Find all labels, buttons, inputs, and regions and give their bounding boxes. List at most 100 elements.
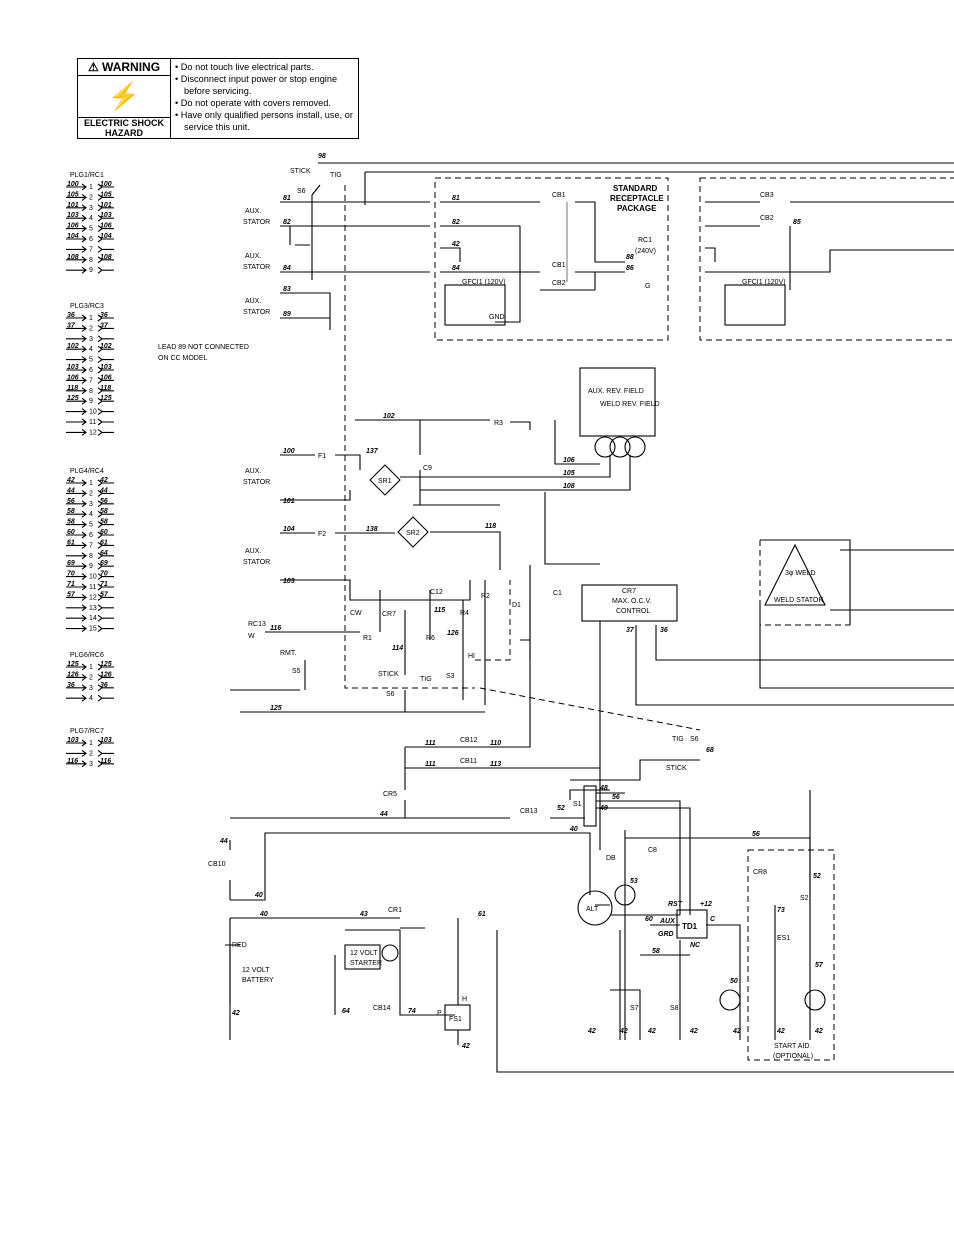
- plug-pin: [66, 749, 114, 757]
- pin-number: 2: [89, 325, 93, 332]
- wire-label: 102: [383, 413, 395, 420]
- pin-number: 2: [89, 194, 93, 201]
- warning-title-text: WARNING: [102, 60, 161, 74]
- wire-label: 137: [366, 448, 379, 455]
- wire-label: 60: [645, 916, 653, 923]
- cr7-label: CR7: [382, 611, 396, 618]
- weld-label: 3φ WELD: [785, 570, 816, 577]
- wire-label: 42: [619, 1028, 628, 1035]
- cr7-control-label: MAX. O.C.V.: [612, 598, 651, 605]
- gfci-label: GFCI1 (120V): [462, 279, 506, 286]
- fs1-label: FS1: [449, 1016, 462, 1023]
- plug-pin: [66, 521, 114, 529]
- plug-pin: [66, 214, 114, 222]
- pin-number: 3: [89, 205, 93, 212]
- pin-wire: 36: [100, 312, 108, 319]
- plug-pin: [66, 428, 114, 436]
- wire-label: 42: [732, 1028, 741, 1035]
- pin-number: 15: [89, 626, 97, 633]
- aux-stator-label: AUX.: [245, 298, 261, 305]
- wire-label: 114: [392, 645, 403, 652]
- wire-label: 81: [283, 195, 291, 202]
- pin-number: 10: [89, 409, 97, 416]
- plug-pin: [66, 235, 114, 243]
- pin-number: 7: [89, 377, 93, 384]
- wire-label: 40: [259, 911, 268, 918]
- pin-wire: 108: [67, 254, 79, 261]
- pin-wire: 69: [67, 560, 75, 567]
- pin-wire: 125: [100, 395, 112, 402]
- rmt-label: RMT.: [280, 650, 296, 657]
- plug-title: PLG3/RC3: [70, 303, 104, 310]
- pin-wire: 126: [100, 671, 112, 678]
- pin-wire: 70: [67, 571, 75, 578]
- aux-label: AUX: [659, 918, 676, 925]
- pin-number: 3: [89, 685, 93, 692]
- wire-label: 42: [587, 1028, 596, 1035]
- alt-label: ALT: [586, 906, 599, 913]
- sr2-label: SR2: [406, 530, 420, 537]
- pin-number: 5: [89, 522, 93, 529]
- plug-pin: [66, 562, 114, 570]
- wire-label: 84: [283, 265, 291, 272]
- diagram-labels: STICK TIG S6 98 AUX. STATOR AUX. STATOR …: [158, 153, 824, 1060]
- plug-pin: [66, 673, 114, 681]
- pin-number: 2: [89, 490, 93, 497]
- pin-number: 12: [89, 594, 97, 601]
- wire-label: 43: [359, 911, 368, 918]
- pin-number: 9: [89, 398, 93, 405]
- wire-label: 98: [318, 153, 326, 160]
- pin-wire: 103: [100, 364, 112, 371]
- cr5-label: CR5: [383, 791, 397, 798]
- cb2-label: CB2: [552, 280, 566, 287]
- s6-label: S6: [690, 736, 699, 743]
- pin-number: 5: [89, 357, 93, 364]
- pin-number: 11: [89, 419, 96, 426]
- pin-wire: 61: [100, 539, 108, 546]
- pin-wire: 70: [100, 571, 108, 578]
- plug-title: PLG6/RC6: [70, 652, 104, 659]
- aux-stator-label: STATOR: [243, 479, 270, 486]
- wire-label: 52: [557, 805, 565, 812]
- pin-wire: 103: [100, 212, 112, 219]
- pin-wire: 116: [67, 758, 78, 765]
- plug-pin: [66, 345, 114, 353]
- plug-pin: [66, 663, 114, 671]
- lead89-note: LEAD 89 NOT CONNECTED: [158, 344, 249, 351]
- pin-wire: 58: [100, 508, 108, 515]
- ground-label: G: [645, 283, 650, 290]
- wire-label: 44: [219, 838, 228, 845]
- p-label: P: [437, 1010, 442, 1017]
- wire-label: 48: [599, 785, 608, 792]
- plug-pin: [66, 593, 114, 601]
- plug-title: PLG7/RC7: [70, 728, 104, 735]
- wire-label: 42: [689, 1028, 698, 1035]
- plug-title: PLG4/RC4: [70, 468, 104, 475]
- stick-label: STICK: [666, 765, 687, 772]
- wire-label: 73: [777, 907, 785, 914]
- aux-stator-label: STATOR: [243, 309, 270, 316]
- w-label: W: [248, 633, 255, 640]
- stick-label: STICK: [378, 671, 399, 678]
- plug-pin: [66, 760, 114, 768]
- rc1-label: (240V): [635, 248, 656, 255]
- pin-number: 3: [89, 501, 93, 508]
- pin-wire: 37: [100, 322, 109, 329]
- cb2-label: CB2: [760, 215, 774, 222]
- pin-number: 14: [89, 615, 97, 622]
- s7-label: S7: [630, 1005, 639, 1012]
- pin-number: 12: [89, 429, 97, 436]
- battery-label: 12 VOLT: [242, 967, 270, 974]
- s8-label: S8: [670, 1005, 679, 1012]
- wire-label: 58: [652, 948, 660, 955]
- plug-pin: [66, 324, 114, 332]
- plus12-label: +12: [700, 901, 712, 908]
- tig-label: TIG: [672, 736, 684, 743]
- plug-pin: [66, 193, 114, 201]
- warning-bullet: • Do not operate with covers removed.: [175, 98, 331, 108]
- wire-label: 126: [447, 630, 459, 637]
- wire-label: 115: [434, 607, 445, 614]
- pin-wire: 102: [67, 343, 79, 350]
